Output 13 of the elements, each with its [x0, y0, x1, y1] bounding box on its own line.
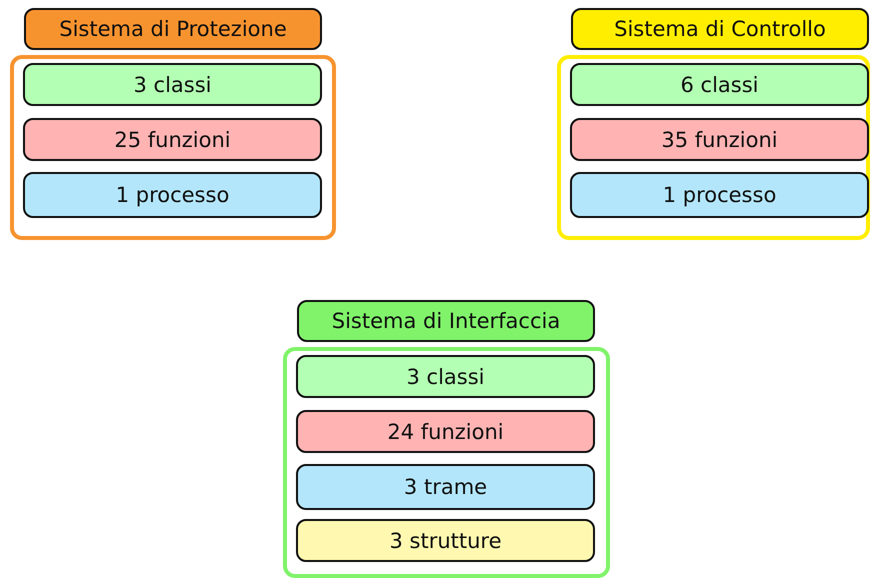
item-box: 1 processo — [570, 172, 869, 218]
item-box: 35 funzioni — [570, 118, 869, 161]
item-box: 3 trame — [296, 464, 595, 510]
item-box: 6 classi — [570, 63, 869, 106]
item-box: 24 funzioni — [296, 410, 595, 453]
group-title: Sistema di Controllo — [571, 8, 869, 50]
item-box: 3 classi — [23, 63, 322, 106]
item-box: 3 strutture — [296, 519, 595, 562]
item-box: 25 funzioni — [23, 118, 322, 161]
item-box: 3 classi — [296, 355, 595, 398]
group-title: Sistema di Interfaccia — [297, 300, 595, 342]
item-box: 1 processo — [23, 172, 322, 218]
group-title: Sistema di Protezione — [24, 8, 322, 50]
